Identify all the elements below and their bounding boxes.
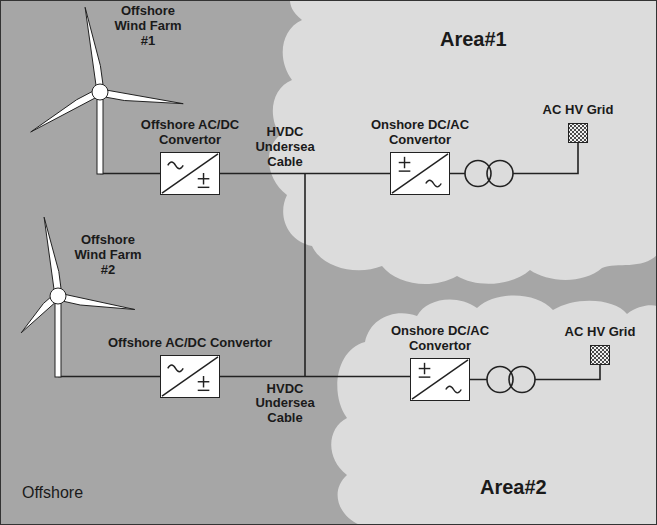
text-holder: AC HV Grid xyxy=(565,325,636,340)
text-holder: AC HV Grid xyxy=(543,103,614,118)
farm-label: Offshore Wind Farm #2 xyxy=(66,233,150,278)
cable-line xyxy=(220,173,390,175)
turbine-blade xyxy=(99,89,183,104)
converter-symbol xyxy=(161,356,219,397)
cable-line xyxy=(220,376,410,378)
text-holder: Offshore AC/DC Convertor xyxy=(93,336,288,351)
cable-label: HVDC Undersea Cable xyxy=(251,382,319,427)
grid-symbol: AC HV Grid xyxy=(568,123,588,143)
text-holder: Offshore AC/DC Convertor xyxy=(130,118,250,148)
converter-box: Offshore AC/DC Convertor xyxy=(160,152,220,195)
area-label: Area#2 xyxy=(480,476,547,499)
text-holder: Offshore xyxy=(22,484,142,502)
turbine-blade xyxy=(85,7,104,92)
converter-box: Onshore DC/AC Convertor xyxy=(410,358,470,401)
turbine-tower xyxy=(55,297,61,377)
converter-symbol xyxy=(411,359,469,400)
converter-heading: Onshore DC/AC Convertor xyxy=(380,324,500,354)
turbine-hub xyxy=(92,84,108,100)
converter-heading: Onshore DC/AC Convertor xyxy=(360,118,480,148)
turbine-wire xyxy=(58,376,160,378)
text-holder: HVDC Undersea Cable xyxy=(251,382,319,427)
turbine-tower xyxy=(97,92,103,174)
grid-symbol: AC HV Grid xyxy=(590,345,610,365)
grid-label: AC HV Grid xyxy=(565,325,636,340)
turbine-blade xyxy=(44,217,62,296)
text-holder: Area#1 xyxy=(440,28,507,51)
grid-hatch xyxy=(591,346,609,364)
text-holder: Onshore DC/AC Convertor xyxy=(380,324,500,354)
converter-box: Onshore DC/AC Convertor xyxy=(390,152,450,195)
text-holder: Offshore Wind Farm #1 xyxy=(106,4,190,49)
grid-label: AC HV Grid xyxy=(543,103,614,118)
text-holder: HVDC Undersea Cable xyxy=(251,125,319,170)
land-area: Area#1Onshore DC/AC Convertor AC HV Grid xyxy=(262,0,657,292)
converter-heading: Offshore AC/DC Convertor xyxy=(130,118,250,148)
converter-symbol xyxy=(391,153,449,194)
text-holder: Offshore Wind Farm #2 xyxy=(66,233,150,278)
text-holder: Area#2 xyxy=(480,476,547,499)
text-holder: Onshore DC/AC Convertor xyxy=(360,118,480,148)
turbine-blade xyxy=(31,89,102,133)
turbine-wire xyxy=(100,173,160,175)
converter-heading: Offshore AC/DC Convertor xyxy=(93,336,288,351)
turbine-blade xyxy=(57,293,135,310)
region-label: Offshore xyxy=(22,484,142,502)
farm-label: Offshore Wind Farm #1 xyxy=(106,4,190,49)
converter-symbol xyxy=(161,153,219,194)
land-area: Area#2 Onshore DC/AC Convertor AC HV Grid xyxy=(325,280,657,525)
cable-label: HVDC Undersea Cable xyxy=(251,125,319,170)
grid-hatch xyxy=(569,124,587,142)
tie-cable xyxy=(304,174,306,377)
area-label: Area#1 xyxy=(440,28,507,51)
turbine-hub xyxy=(50,288,66,304)
converter-box: Offshore AC/DC Convertor xyxy=(160,355,220,398)
